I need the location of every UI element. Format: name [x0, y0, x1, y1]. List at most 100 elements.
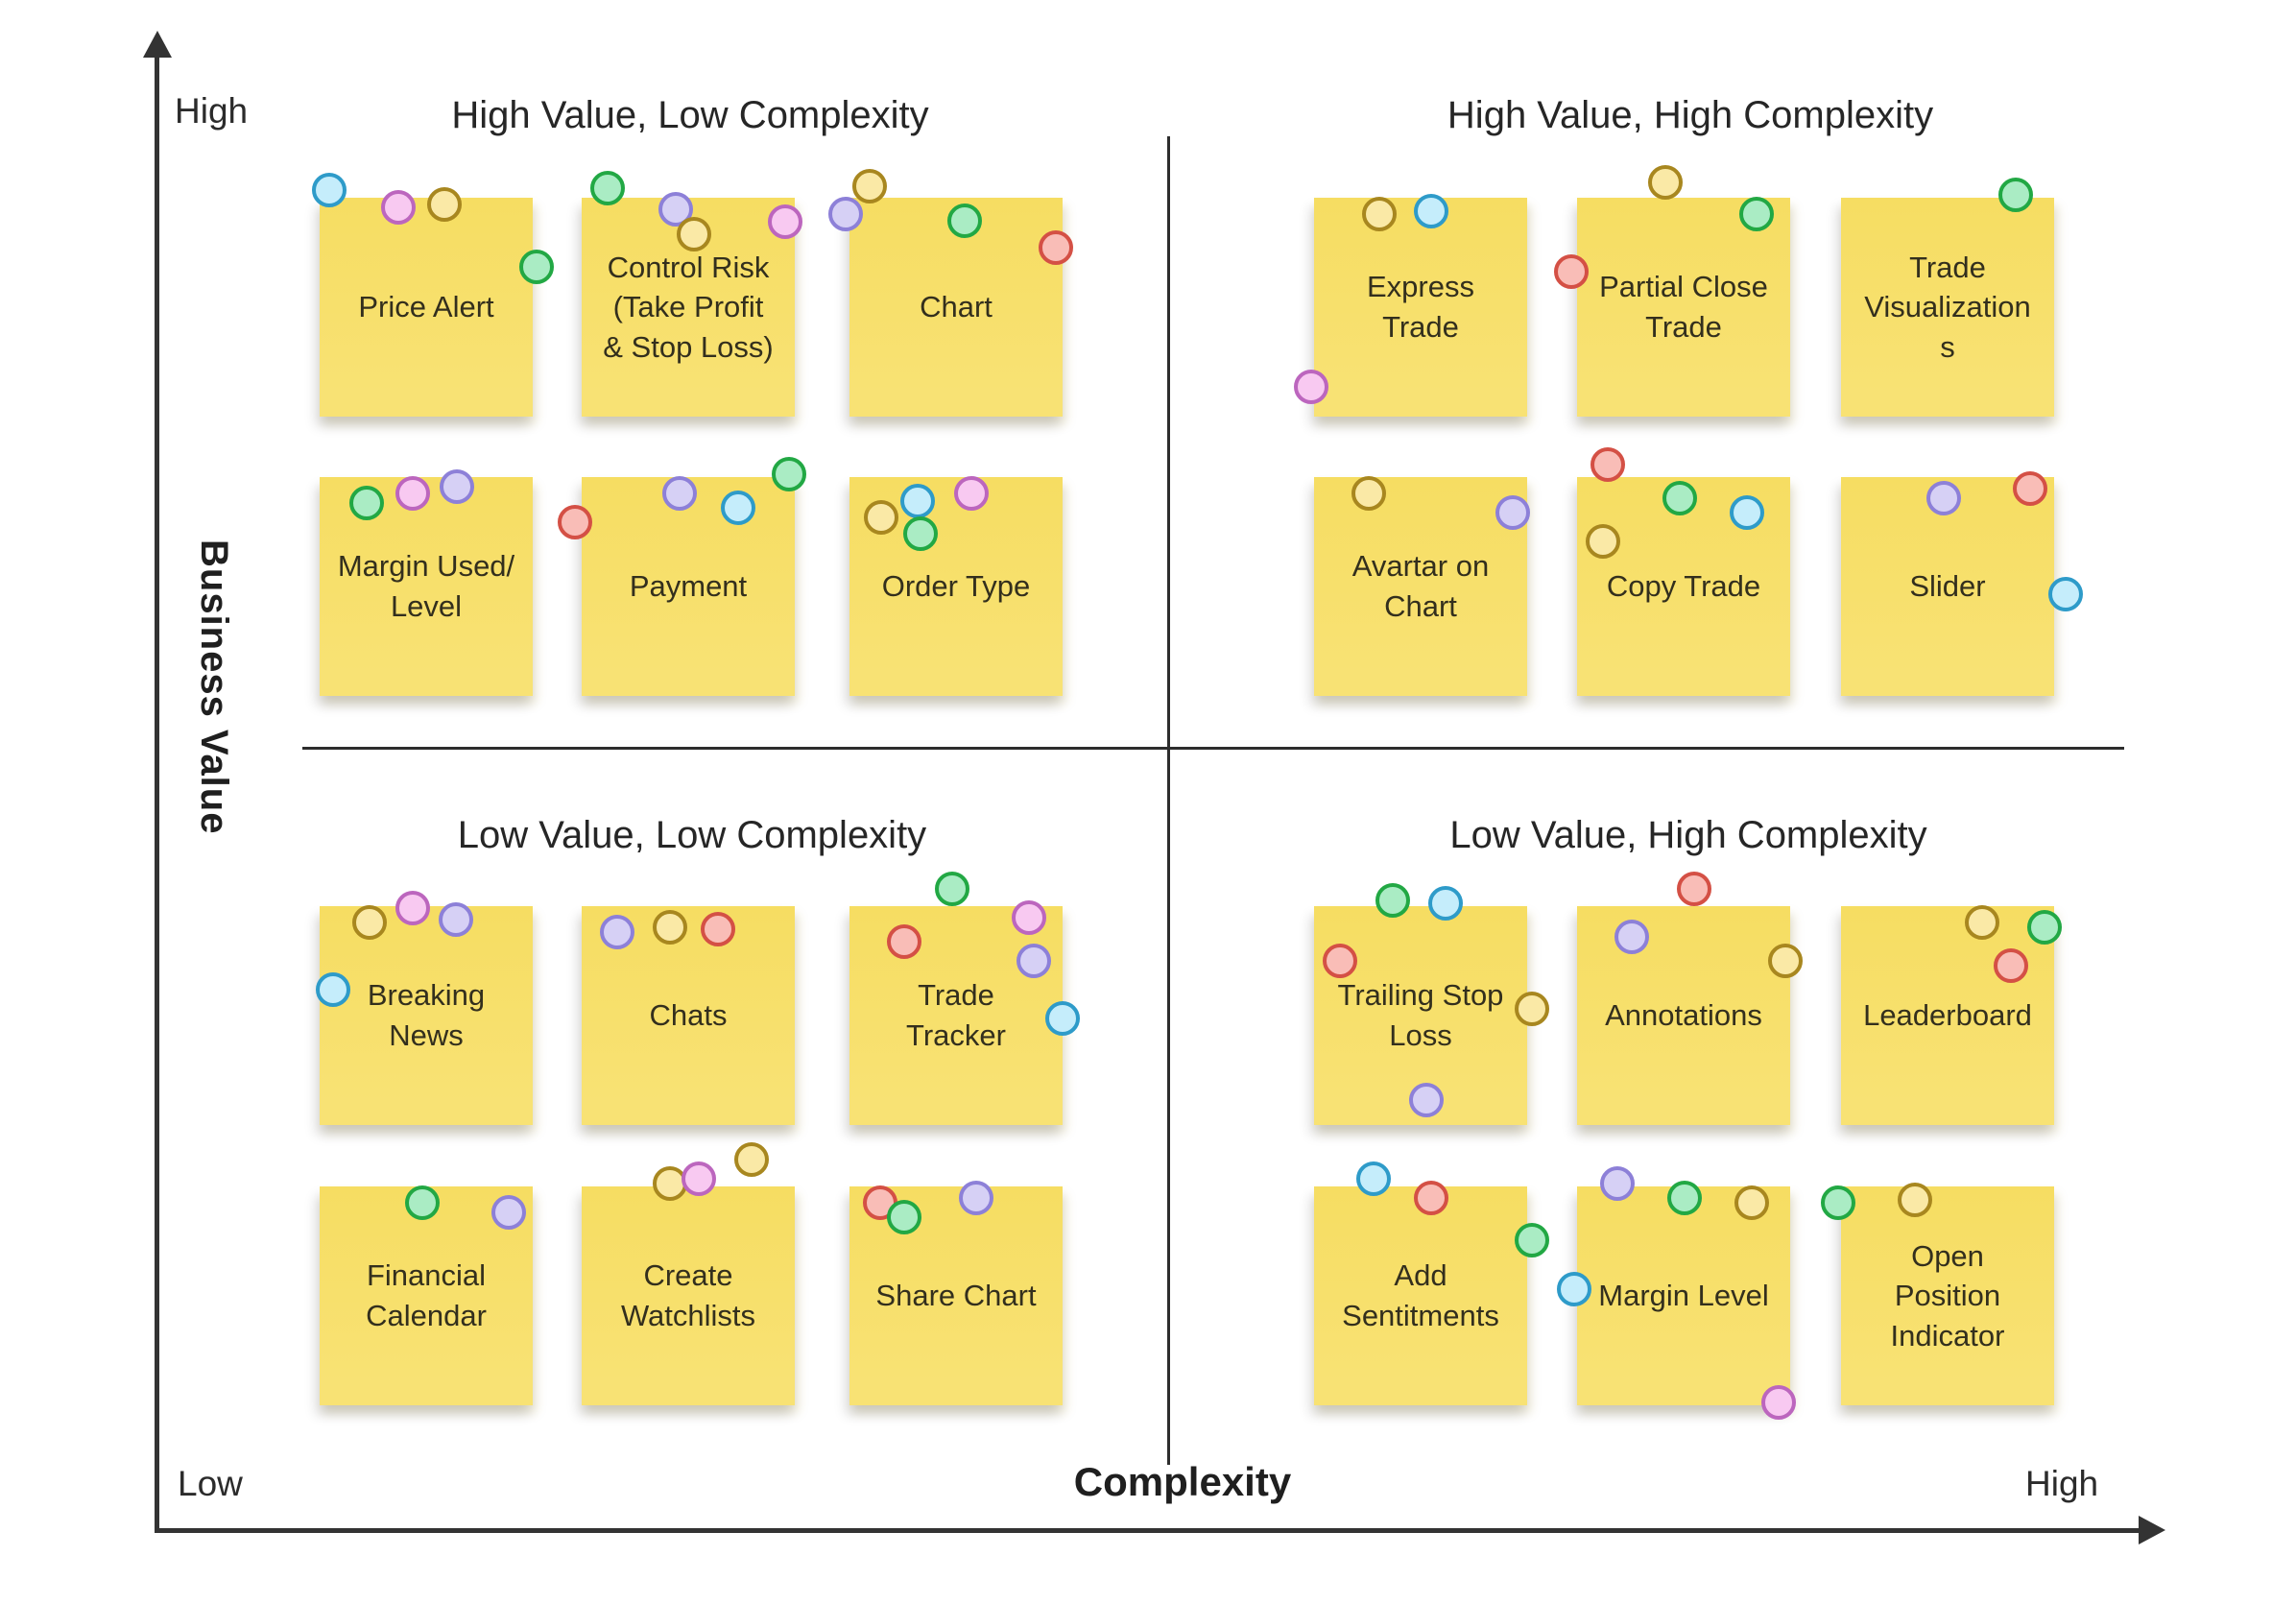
vote-dot-red[interactable]	[2013, 471, 2047, 506]
vote-dot-yellow[interactable]	[352, 905, 387, 940]
vote-dot-yellow[interactable]	[427, 187, 462, 222]
sticky-note-control-risk[interactable]: Control Risk (Take Profit & Stop Loss)	[582, 171, 802, 417]
sticky-note-trade-visualizations[interactable]: Trade Visualization s	[1841, 178, 2054, 417]
vote-dot-yellow[interactable]	[734, 1142, 769, 1177]
vote-dot-pink[interactable]	[381, 190, 416, 225]
vote-dot-yellow[interactable]	[1362, 197, 1397, 231]
vote-dot-red[interactable]	[887, 924, 921, 959]
vote-dot-green[interactable]	[405, 1185, 440, 1220]
vote-dot-yellow[interactable]	[1734, 1185, 1769, 1220]
vote-dot-cyan[interactable]	[1557, 1272, 1591, 1306]
vote-dot-green[interactable]	[1821, 1185, 1855, 1220]
vote-dot-purple[interactable]	[1495, 495, 1530, 530]
sticky-note-share-chart[interactable]: Share Chart	[849, 1181, 1063, 1405]
vote-dot-pink[interactable]	[954, 476, 989, 511]
vote-dot-green[interactable]	[2027, 910, 2062, 945]
vote-dot-red[interactable]	[1994, 948, 2028, 983]
vote-dot-yellow[interactable]	[1648, 165, 1683, 200]
vote-dot-red[interactable]	[558, 505, 592, 539]
sticky-note-margin-level[interactable]: Margin Level	[1557, 1166, 1796, 1420]
vote-dot-cyan[interactable]	[1428, 886, 1463, 921]
sticky-note-price-alert[interactable]: Price Alert	[312, 173, 554, 417]
vote-dot-green[interactable]	[947, 203, 982, 238]
vote-dot-pink[interactable]	[682, 1161, 716, 1196]
vote-dot-red[interactable]	[1323, 944, 1357, 978]
vote-dot-red[interactable]	[1414, 1181, 1448, 1215]
sticky-note-create-watchlists[interactable]: Create Watchlists	[582, 1142, 795, 1405]
vote-dot-red[interactable]	[701, 912, 735, 946]
vote-dot-green[interactable]	[349, 486, 384, 520]
vote-dot-purple[interactable]	[662, 476, 697, 511]
vote-dot-green[interactable]	[887, 1200, 921, 1234]
vote-dot-red[interactable]	[1590, 447, 1625, 482]
vote-dot-pink[interactable]	[395, 476, 430, 511]
vote-dot-yellow[interactable]	[653, 910, 687, 945]
vote-dot-yellow[interactable]	[852, 169, 887, 203]
vote-dot-yellow[interactable]	[677, 217, 711, 251]
vote-dot-purple[interactable]	[439, 902, 473, 937]
vote-dot-pink[interactable]	[1761, 1385, 1796, 1420]
vote-dot-green[interactable]	[935, 872, 969, 906]
vote-dot-cyan[interactable]	[316, 972, 350, 1007]
vote-dot-green[interactable]	[1375, 883, 1410, 918]
vote-dot-yellow[interactable]	[1586, 524, 1620, 559]
sticky-note-partial-close-trade[interactable]: Partial Close Trade	[1554, 165, 1790, 417]
vote-dot-yellow[interactable]	[1351, 476, 1386, 511]
vote-dot-cyan[interactable]	[900, 484, 935, 518]
sticky-note-open-position-indicator[interactable]: Open Position Indicator	[1821, 1183, 2054, 1405]
vote-dot-purple[interactable]	[1926, 481, 1961, 515]
vote-dot-green[interactable]	[1662, 481, 1697, 515]
sticky-note-avartar-on-chart[interactable]: Avartar on Chart	[1314, 476, 1530, 696]
vote-dot-red[interactable]	[1554, 254, 1589, 289]
vote-dot-cyan[interactable]	[1414, 194, 1448, 228]
sticky-note-margin-used-level[interactable]: Margin Used/ Level	[320, 469, 533, 696]
sticky-note-order-type[interactable]: Order Type	[849, 476, 1063, 696]
vote-dot-green[interactable]	[1667, 1181, 1702, 1215]
vote-dot-green[interactable]	[519, 250, 554, 284]
vote-dot-pink[interactable]	[768, 204, 802, 239]
vote-dot-cyan[interactable]	[312, 173, 347, 207]
vote-dot-purple[interactable]	[600, 915, 634, 949]
sticky-note-chats[interactable]: Chats	[582, 906, 795, 1125]
vote-dot-cyan[interactable]	[721, 491, 755, 525]
vote-dot-yellow[interactable]	[1515, 992, 1549, 1026]
vote-dot-cyan[interactable]	[1356, 1161, 1391, 1196]
sticky-note-copy-trade[interactable]: Copy Trade	[1577, 447, 1790, 696]
vote-dot-pink[interactable]	[395, 891, 430, 925]
sticky-note-add-sentitments[interactable]: Add Sentitments	[1314, 1161, 1549, 1405]
sticky-note-payment[interactable]: Payment	[558, 457, 806, 696]
vote-dot-pink[interactable]	[1294, 370, 1328, 404]
vote-dot-purple[interactable]	[1600, 1166, 1635, 1201]
sticky-note-trailing-stop-loss[interactable]: Trailing Stop Loss	[1314, 883, 1549, 1125]
vote-dot-purple[interactable]	[491, 1195, 526, 1230]
vote-dot-red[interactable]	[1677, 872, 1711, 906]
vote-dot-green[interactable]	[772, 457, 806, 491]
sticky-note-trade-tracker[interactable]: Trade Tracker	[849, 872, 1080, 1125]
vote-dot-pink[interactable]	[1012, 900, 1046, 935]
vote-dot-green[interactable]	[1515, 1223, 1549, 1257]
sticky-note-breaking-news[interactable]: Breaking News	[316, 891, 533, 1125]
vote-dot-cyan[interactable]	[2048, 577, 2083, 611]
vote-dot-purple[interactable]	[658, 192, 693, 227]
vote-dot-purple[interactable]	[1614, 920, 1649, 954]
vote-dot-yellow[interactable]	[1898, 1183, 1932, 1217]
vote-dot-purple[interactable]	[959, 1181, 993, 1215]
sticky-note-leaderboard[interactable]: Leaderboard	[1841, 905, 2062, 1125]
vote-dot-yellow[interactable]	[1965, 905, 1999, 940]
sticky-note-slider[interactable]: Slider	[1841, 471, 2083, 696]
vote-dot-yellow[interactable]	[1768, 944, 1803, 978]
vote-dot-green[interactable]	[1998, 178, 2033, 212]
vote-dot-green[interactable]	[590, 171, 625, 205]
sticky-note-financial-calendar[interactable]: Financial Calendar	[320, 1185, 533, 1405]
vote-dot-green[interactable]	[1739, 197, 1774, 231]
vote-dot-cyan[interactable]	[1730, 495, 1764, 530]
vote-dot-purple[interactable]	[1016, 944, 1051, 978]
vote-dot-green[interactable]	[903, 516, 938, 551]
sticky-note-chart[interactable]: Chart	[828, 169, 1073, 417]
vote-dot-purple[interactable]	[440, 469, 474, 504]
vote-dot-purple[interactable]	[828, 197, 863, 231]
vote-dot-yellow[interactable]	[864, 500, 898, 535]
vote-dot-red[interactable]	[1039, 230, 1073, 265]
vote-dot-purple[interactable]	[1409, 1083, 1444, 1117]
vote-dot-cyan[interactable]	[1045, 1001, 1080, 1036]
